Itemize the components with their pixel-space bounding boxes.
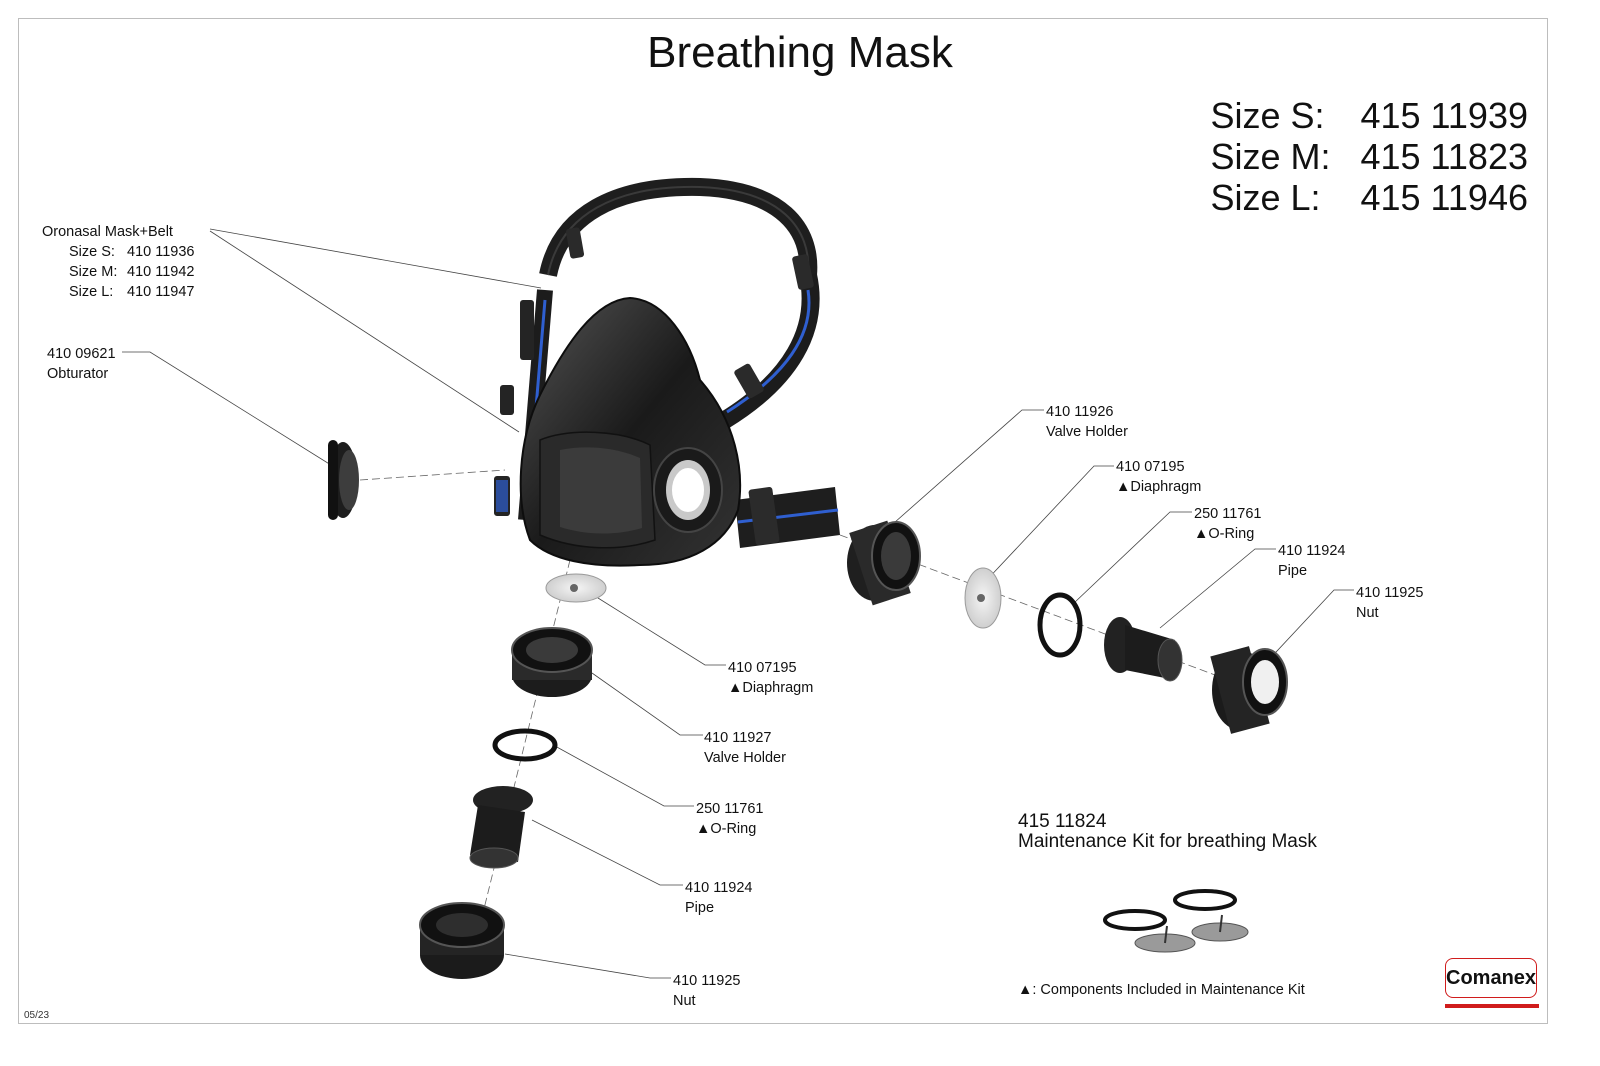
comanex-logo: Comanex [1445,958,1537,998]
kit-number: 415 11824 [1018,811,1107,832]
bottom-diaphragm-part [545,573,607,603]
page-title: Breathing Mask [647,28,953,77]
size-label: Size L: [1210,177,1321,218]
part-number: 410 11942 [127,264,195,280]
part-name: Obturator [47,366,109,382]
oronasal-size-list: Size S: 410 11936 Size M: 410 11942 Size L… [69,242,194,302]
oronasal-size-row: Size S: 410 11936 [69,242,194,262]
kit-name: Maintenance Kit for breathing Mask [1018,831,1317,852]
part-number: 410 07195 [1116,459,1185,475]
part-name: Valve Holder [704,750,786,766]
part-number: 415 11939 [1360,95,1528,136]
callout-bottom-diaphragm: 410 07195 ▲Diaphragm [728,658,813,698]
part-name: ▲Diaphragm [1116,479,1202,495]
part-number: 410 11947 [127,284,195,300]
part-number: 410 07195 [728,660,797,676]
part-name: Nut [1356,605,1379,621]
part-number: 410 09621 [47,346,116,362]
oronasal-mask-label: Oronasal Mask+Belt [42,224,173,240]
right-oring-part [1037,592,1083,658]
oronasal-size-row: Size L: 410 11947 [69,282,194,302]
part-number: 250 11761 [696,801,764,817]
callout-right-diaphragm: 410 07195 ▲Diaphragm [1116,457,1201,497]
sheet-frame [18,18,1548,1024]
date-code: 05/23 [24,1010,50,1021]
size-label: Size L: [69,284,114,300]
part-number: 410 11925 [673,973,741,989]
right-valve-holder-part [847,520,921,606]
part-number: 250 11761 [1194,506,1262,522]
part-name: Pipe [1278,563,1308,579]
size-label: Size M: [69,264,118,280]
size-label: Size S: [1210,95,1325,136]
part-number: 410 11936 [127,244,195,260]
part-name: Nut [673,993,696,1009]
part-number: 410 11924 [685,880,753,896]
size-label: Size M: [1210,136,1331,177]
part-name: ▲Diaphragm [728,680,814,696]
right-diaphragm-part [964,567,1002,629]
size-label: Size S: [69,244,115,260]
right-nut-part [1210,646,1288,734]
size-row: Size L: 415 11946 [1210,177,1528,218]
part-number: 410 11924 [1278,543,1346,559]
part-name: Pipe [685,900,715,916]
bottom-pipe-part [469,786,533,869]
bottom-valve-holder-part [511,627,593,697]
obturator-part [328,440,359,520]
logo-underline [1445,1004,1539,1008]
oronasal-mask [519,296,742,567]
callout-bottom-oring: 250 11761 ▲O-Ring [696,799,763,839]
size-row: Size S: 415 11939 [1210,95,1528,136]
maintenance-kit-label: 415 11824 Maintenance Kit for breathing … [1018,812,1317,852]
oronasal-size-row: Size M: 410 11942 [69,262,194,282]
assembly-size-numbers: Size S: 415 11939 Size M: 415 11823 Size L… [1210,95,1528,218]
callout-right-oring: 250 11761 ▲O-Ring [1194,504,1261,544]
bottom-nut-part [419,902,505,979]
part-number: 415 11946 [1360,177,1528,218]
part-name: ▲O-Ring [1194,526,1255,542]
part-number: 415 11823 [1360,136,1528,177]
part-name: Valve Holder [1046,424,1128,440]
bottom-oring-part [492,728,558,762]
right-pipe-part [1104,617,1183,682]
maintenance-kit-illustration [1103,889,1249,953]
leader-lines [122,228,1354,979]
part-number: 410 11925 [1356,585,1424,601]
kit-legend-note: ▲: Components Included in Maintenance Ki… [1018,982,1305,998]
part-number: 410 11926 [1046,404,1114,420]
head-harness [494,177,840,548]
part-name: ▲O-Ring [696,821,757,837]
part-number: 410 11927 [704,730,772,746]
size-row: Size M: 415 11823 [1210,136,1528,177]
